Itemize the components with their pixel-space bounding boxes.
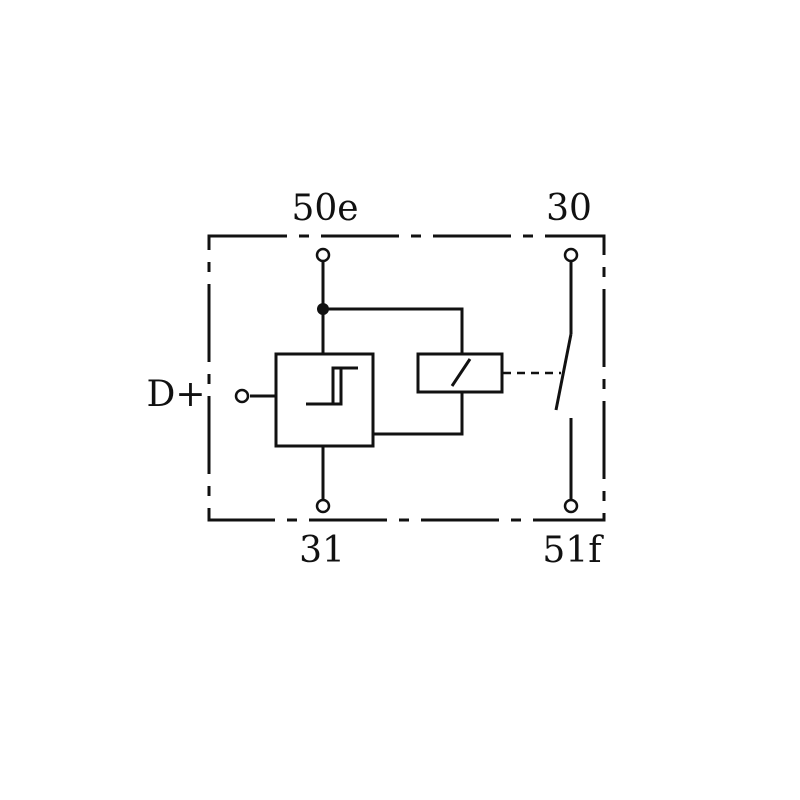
- terminal-30-icon: [563, 247, 579, 263]
- housing-frame: [207, 234, 606, 522]
- wire-module-to-coil-bottom: [373, 392, 464, 436]
- terminal-d-plus-icon: [234, 388, 250, 404]
- terminal-label-51f: 51f: [542, 530, 604, 571]
- terminal-31-icon: [315, 498, 331, 514]
- hysteresis-symbol-right: [331, 366, 358, 404]
- terminal-label-d-plus: D+: [146, 374, 205, 415]
- terminal-label-31: 31: [299, 530, 345, 571]
- wire-junction-to-coil-top: [323, 307, 464, 354]
- terminal-51f-icon: [563, 498, 579, 514]
- junction-dot: [317, 303, 329, 315]
- terminal-label-50e: 50e: [291, 188, 358, 229]
- relay-coil-diagonal: [450, 358, 472, 387]
- terminal-label-30: 30: [546, 188, 592, 229]
- hysteresis-symbol-left: [306, 368, 343, 406]
- electronic-module-box: [274, 352, 375, 448]
- relay-coil-box: [416, 352, 504, 394]
- terminal-50e-icon: [315, 247, 331, 263]
- switch-blade: [554, 333, 573, 411]
